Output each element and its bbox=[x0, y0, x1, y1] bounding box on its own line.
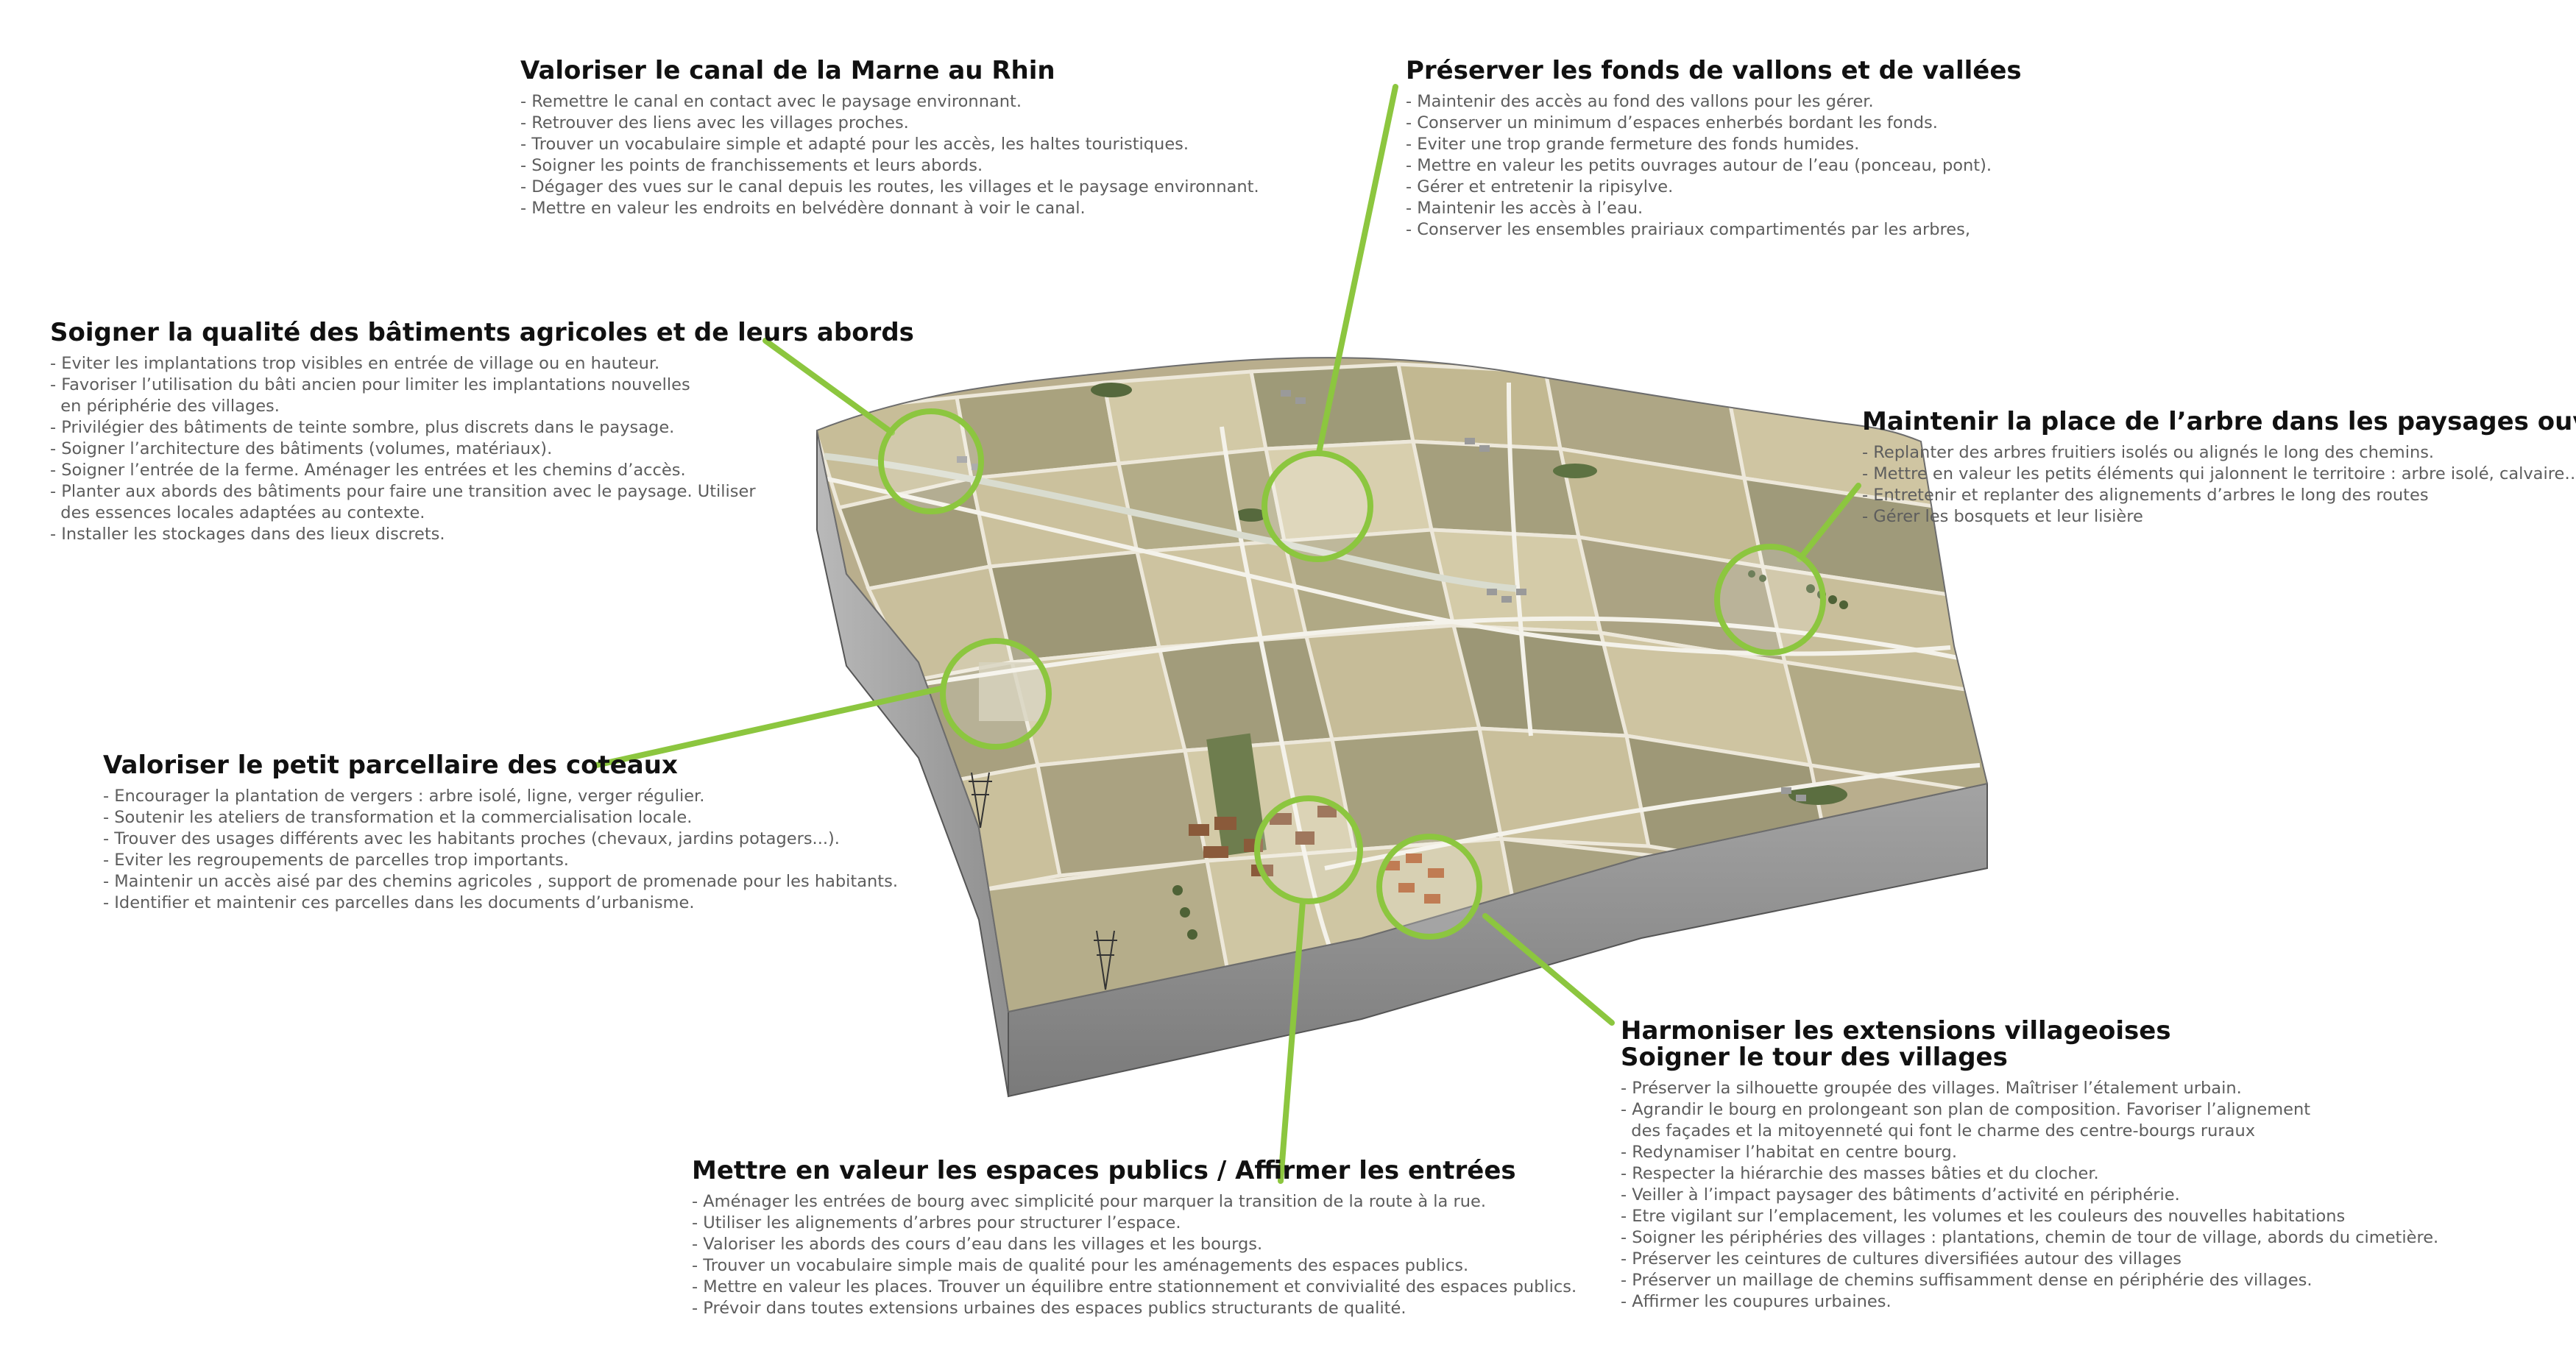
list-item: - Soigner l’architecture des bâtiments (… bbox=[50, 439, 553, 458]
section-canal: Valoriser le canal de la Marne au Rhin -… bbox=[520, 57, 1259, 219]
section-title: Valoriser le petit parcellaire des cotea… bbox=[103, 751, 678, 780]
list-item: - Soutenir les ateliers de transformatio… bbox=[103, 808, 693, 827]
list-item: en périphérie des villages. bbox=[50, 397, 280, 416]
list-item: - Encourager la plantation de vergers : … bbox=[103, 787, 705, 806]
list-item: - Dégager des vues sur le canal depuis l… bbox=[520, 177, 1259, 196]
callout-circle-vallons bbox=[1262, 450, 1373, 562]
callout-circle-extensions bbox=[1376, 834, 1482, 940]
pylon-icon bbox=[969, 772, 1117, 990]
section-espaces: Mettre en valeur les espaces publics / A… bbox=[692, 1157, 1577, 1319]
list-item: - Identifier et maintenir ces parcelles … bbox=[103, 893, 695, 912]
list-item: - Favoriser l’utilisation du bâti ancien… bbox=[50, 375, 690, 394]
list-item: - Maintenir un accès aisé par des chemin… bbox=[103, 872, 898, 891]
list-item: - Prévoir dans toutes extensions urbaine… bbox=[692, 1299, 1406, 1318]
callout-circle-parcellaire bbox=[940, 638, 1052, 750]
list-item: - Mettre en valeur les petits ouvrages a… bbox=[1406, 156, 1992, 175]
section-list: - Aménager les entrées de bourg avec sim… bbox=[692, 1191, 1577, 1319]
section-list: - Maintenir des accès au fond des vallon… bbox=[1406, 91, 2022, 241]
list-item: - Conserver les ensembles prairiaux comp… bbox=[1406, 220, 1971, 239]
list-item: - Privilégier des bâtiments de teinte so… bbox=[50, 418, 675, 437]
list-item: - Trouver des usages différents avec les… bbox=[103, 829, 840, 848]
list-item: - Installer les stockages dans des lieux… bbox=[50, 525, 445, 544]
section-list: - Préserver la silhouette groupée des vi… bbox=[1621, 1078, 2438, 1313]
list-item: - Eviter les regroupements de parcelles … bbox=[103, 851, 569, 870]
list-item: - Mettre en valeur les places. Trouver u… bbox=[692, 1277, 1577, 1296]
list-item: - Utiliser les alignements d’arbres pour… bbox=[692, 1213, 1181, 1232]
section-list: - Remettre le canal en contact avec le p… bbox=[520, 91, 1259, 219]
section-list: - Eviter les implantations trop visibles… bbox=[50, 353, 914, 545]
section-list: - Replanter des arbres fruitiers isolés … bbox=[1862, 442, 2576, 528]
list-item: des essences locales adaptées au context… bbox=[50, 503, 425, 522]
list-item: - Replanter des arbres fruitiers isolés … bbox=[1862, 443, 2435, 462]
section-list: - Encourager la plantation de vergers : … bbox=[103, 786, 898, 914]
list-item: - Conserver un minimum d’espaces enherbé… bbox=[1406, 113, 1938, 132]
section-extensions: Harmoniser les extensions villageoises S… bbox=[1621, 1018, 2438, 1313]
list-item: - Entretenir et replanter des alignement… bbox=[1862, 486, 2429, 505]
section-title: Mettre en valeur les espaces publics / A… bbox=[692, 1156, 1516, 1185]
callout-lines bbox=[593, 84, 1861, 1184]
callout-circles bbox=[878, 408, 1826, 940]
list-item: - Redynamiser l’habitat en centre bourg. bbox=[1621, 1143, 1957, 1162]
canal bbox=[824, 453, 1517, 592]
section-title: Valoriser le canal de la Marne au Rhin bbox=[520, 56, 1055, 85]
list-item: - Aménager les entrées de bourg avec sim… bbox=[692, 1192, 1486, 1211]
section-subtitle: Soigner le tour des villages bbox=[1621, 1043, 2008, 1072]
list-item: - Planter aux abords des bâtiments pour … bbox=[50, 482, 756, 501]
list-item: - Trouver un vocabulaire simple et adapt… bbox=[520, 135, 1189, 154]
list-item: - Respecter la hiérarchie des masses bât… bbox=[1621, 1164, 2099, 1183]
list-item: - Mettre en valeur les petits éléments q… bbox=[1862, 464, 2576, 483]
list-item: - Eviter les implantations trop visibles… bbox=[50, 354, 660, 373]
list-item: - Préserver un maillage de chemins suffi… bbox=[1621, 1271, 2313, 1290]
section-title: Soigner la qualité des bâtiments agricol… bbox=[50, 318, 914, 347]
list-item: - Agrandir le bourg en prolongeant son p… bbox=[1621, 1100, 2311, 1119]
list-item: des façades et la mitoyenneté qui font l… bbox=[1621, 1121, 2256, 1140]
list-item: - Mettre en valeur les endroits en belvé… bbox=[520, 199, 1086, 218]
list-item: - Soigner les points de franchissements … bbox=[520, 156, 983, 175]
section-title: Préserver les fonds de vallons et de val… bbox=[1406, 56, 2022, 85]
list-item: - Etre vigilant sur l’emplacement, les v… bbox=[1621, 1207, 2346, 1226]
block-top-outline bbox=[815, 357, 1989, 1013]
list-item: - Soigner l’entrée de la ferme. Aménager… bbox=[50, 461, 686, 480]
list-item: - Gérer et entretenir la ripisylve. bbox=[1406, 177, 1674, 196]
list-item: - Gérer les bosquets et leur lisière bbox=[1862, 507, 2143, 526]
section-arbre: Maintenir la place de l’arbre dans les p… bbox=[1862, 408, 2576, 528]
villages bbox=[957, 390, 1806, 904]
list-item: - Eviter une trop grande fermeture des f… bbox=[1406, 135, 1860, 154]
list-item: - Soigner les périphéries des villages :… bbox=[1621, 1228, 2439, 1247]
list-item: - Affirmer les coupures urbaines. bbox=[1621, 1292, 1892, 1311]
callout-circle-batiments bbox=[878, 408, 984, 514]
list-item: - Maintenir les accès à l’eau. bbox=[1406, 199, 1643, 218]
callout-circle-espaces bbox=[1254, 795, 1363, 904]
section-title: Harmoniser les extensions villageoises bbox=[1621, 1016, 2171, 1046]
callout-circle-arbre bbox=[1714, 544, 1826, 656]
list-item: - Préserver la silhouette groupée des vi… bbox=[1621, 1079, 2242, 1098]
list-item: - Maintenir des accès au fond des vallon… bbox=[1406, 92, 1874, 111]
list-item: - Remettre le canal en contact avec le p… bbox=[520, 92, 1022, 111]
list-item: - Valoriser les abords des cours d’eau d… bbox=[692, 1235, 1263, 1254]
list-item: - Trouver un vocabulaire simple mais de … bbox=[692, 1256, 1469, 1275]
tree-alignment bbox=[1172, 570, 1848, 940]
list-item: - Retrouver des liens avec les villages … bbox=[520, 113, 909, 132]
list-item: - Veiller à l’impact paysager des bâtime… bbox=[1621, 1185, 2180, 1204]
section-parcellaire: Valoriser le petit parcellaire des cotea… bbox=[103, 752, 898, 914]
section-title: Maintenir la place de l’arbre dans les p… bbox=[1862, 407, 2576, 436]
section-batiments: Soigner la qualité des bâtiments agricol… bbox=[50, 319, 914, 545]
list-item: - Préserver les ceintures de cultures di… bbox=[1621, 1249, 2182, 1268]
section-vallons: Préserver les fonds de vallons et de val… bbox=[1406, 57, 2022, 241]
